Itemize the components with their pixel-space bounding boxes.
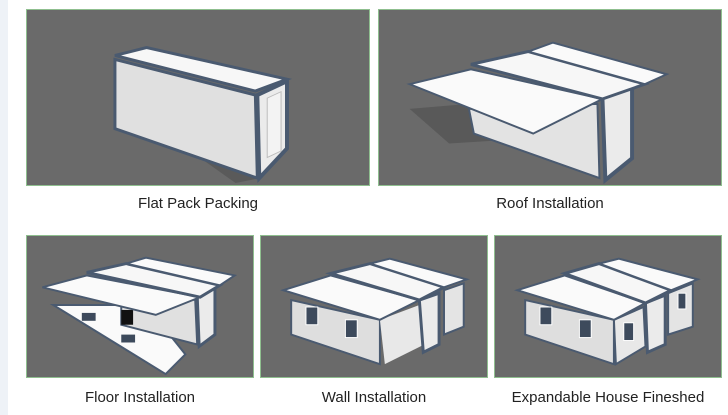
left-margin-strip	[0, 0, 8, 415]
step-image-roof-installation	[378, 9, 722, 186]
step-image-wall-installation	[260, 235, 488, 378]
step-image-house-finished	[494, 235, 722, 378]
step-caption-floor-installation: Floor Installation	[84, 389, 196, 406]
step-image-floor-installation	[26, 235, 254, 378]
step-caption-flat-pack: Flat Pack Packing	[137, 195, 259, 212]
wall-install-illustration	[279, 257, 471, 366]
step-caption-roof-installation: Roof Installation	[496, 195, 604, 212]
finished-house-illustration	[513, 257, 701, 366]
container-box-illustration	[113, 46, 293, 184]
step-image-flat-pack	[26, 9, 370, 186]
floor-install-illustration	[42, 256, 238, 376]
step-caption-house-finished: Expandable House Fineshed	[511, 389, 705, 406]
roof-unfold-illustration	[406, 41, 670, 185]
step-caption-wall-installation: Wall Installation	[321, 389, 427, 406]
